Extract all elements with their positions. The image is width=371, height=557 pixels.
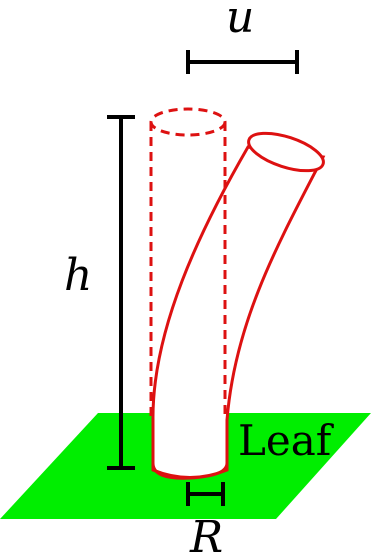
leaf-label: Leaf: [238, 416, 335, 465]
bent-cylinder-solid: [151, 131, 326, 480]
radius-label: R: [189, 512, 223, 557]
height-label: h: [64, 250, 92, 301]
radius-dimension: [186, 482, 225, 506]
upright-cylinder-top-ellipse: [149, 107, 227, 137]
bent-cylinder-top-ellipse: [247, 131, 325, 173]
displacement-dimension: [186, 50, 299, 74]
bent-cylinder-base-curve: [151, 462, 229, 480]
height-dimension: [107, 115, 135, 470]
displacement-label: u: [226, 0, 254, 43]
